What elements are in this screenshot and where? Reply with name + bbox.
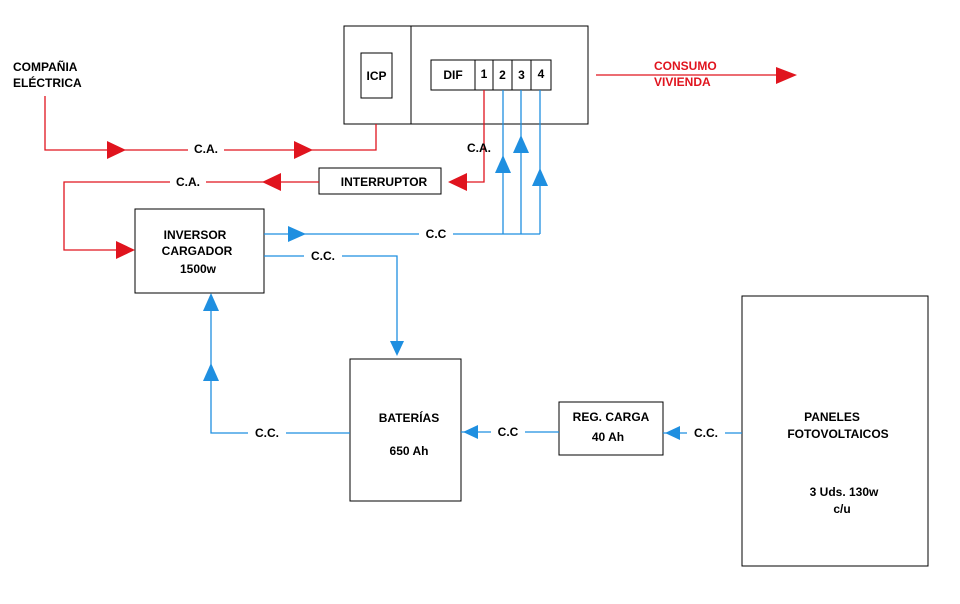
circuit-3-label: 3 — [518, 68, 525, 82]
inversor-box — [134, 208, 265, 294]
dc-arrow-baterias-up-1 — [203, 363, 219, 381]
dc-connections — [203, 90, 742, 440]
regulador-box — [558, 401, 664, 456]
dif-box — [430, 59, 476, 91]
paneles-label-2: FOTOVOLTAICOS — [787, 427, 888, 441]
circuit-4-box — [530, 59, 552, 91]
baterias-label-2: 650 Ah — [390, 444, 429, 458]
ac-arrow-to-inversor — [116, 241, 135, 259]
inversor-label-3: 1500w — [180, 262, 217, 276]
ac-arrow-compania-2 — [294, 141, 313, 159]
edge-label-cc-regulador-baterias: C.C — [498, 425, 519, 439]
inversor-label-1: INVERSOR — [164, 228, 227, 242]
dc-arrow-circuit-3 — [513, 135, 529, 153]
dc-line-inversor-baterias — [264, 255, 398, 342]
compania-label-2: ELÉCTRICA — [13, 75, 82, 90]
icp-label: ICP — [366, 69, 386, 83]
regulador-label-2: 40 Ah — [592, 430, 624, 444]
paneles-label-1: PANELES — [804, 410, 860, 424]
dc-arrow-circuit-2 — [495, 155, 511, 173]
paneles-label-3: 3 Uds. 130w — [810, 485, 879, 499]
dc-arrow-baterias-up-2 — [203, 293, 219, 311]
paneles-box — [741, 295, 929, 567]
consumo-node: CONSUMO VIVIENDA — [654, 59, 717, 89]
ac-connections — [44, 67, 797, 259]
interruptor-label: INTERRUPTOR — [341, 175, 428, 189]
edge-label-ca-compania-icp: C.A. — [194, 142, 218, 156]
consumo-label-2: VIVIENDA — [654, 75, 711, 89]
edge-label-cc-baterias-inversor: C.C. — [255, 426, 279, 440]
dc-arrow-circuit-4 — [532, 168, 548, 186]
consumo-label-1: CONSUMO — [654, 59, 717, 73]
dc-arrow-inversor-circuits — [288, 226, 306, 242]
edge-label-ca-dif-interruptor: C.A. — [467, 141, 491, 155]
paneles-node: PANELES FOTOVOLTAICOS 3 Uds. 130w c/u — [741, 295, 929, 567]
ac-arrow-consumo — [776, 67, 797, 84]
paneles-label-4: c/u — [833, 502, 850, 516]
circuit-1-label: 1 — [481, 67, 488, 81]
compania-node: COMPAÑIA ELÉCTRICA — [13, 59, 82, 90]
edge-label-cc-inversor-circuits: C.C — [426, 227, 447, 241]
baterias-label-1: BATERÍAS — [379, 410, 439, 425]
dc-arrow-to-baterias-left — [463, 425, 478, 439]
distribution-panel: ICP DIF 1 2 3 4 — [343, 25, 589, 125]
inversor-node: INVERSOR CARGADOR 1500w — [134, 208, 265, 294]
inversor-label-2: CARGADOR — [162, 244, 233, 258]
circuit-4-label: 4 — [538, 67, 545, 81]
baterias-node: BATERÍAS 650 Ah — [349, 358, 462, 502]
edge-label-cc-paneles-regulador: C.C. — [694, 426, 718, 440]
dif-label: DIF — [443, 68, 462, 82]
icp-box — [360, 52, 393, 99]
circuit-2-label: 2 — [499, 68, 506, 82]
interruptor-box — [318, 167, 442, 195]
ac-arrow-to-interruptor — [448, 173, 467, 191]
baterias-box — [349, 358, 462, 502]
regulador-node: REG. CARGA 40 Ah — [558, 401, 664, 456]
ac-arrow-from-interruptor — [262, 173, 281, 191]
dc-arrow-to-regulador — [665, 426, 680, 440]
edge-label-ca-interruptor-inversor: C.A. — [176, 175, 200, 189]
regulador-label-1: REG. CARGA — [573, 410, 650, 424]
ac-arrow-compania-1 — [107, 141, 126, 159]
compania-label-1: COMPAÑIA — [13, 59, 78, 74]
edge-labels: C.A. C.A. C.A. C.C C.C. C.C. C.C C.C. — [170, 141, 725, 441]
edge-label-cc-inversor-baterias: C.C. — [311, 249, 335, 263]
dc-line-baterias-inversor — [210, 295, 350, 434]
interruptor-node: INTERRUPTOR — [318, 167, 442, 195]
ac-line-dif-interruptor — [465, 90, 485, 183]
dc-arrow-to-baterias — [390, 341, 404, 356]
